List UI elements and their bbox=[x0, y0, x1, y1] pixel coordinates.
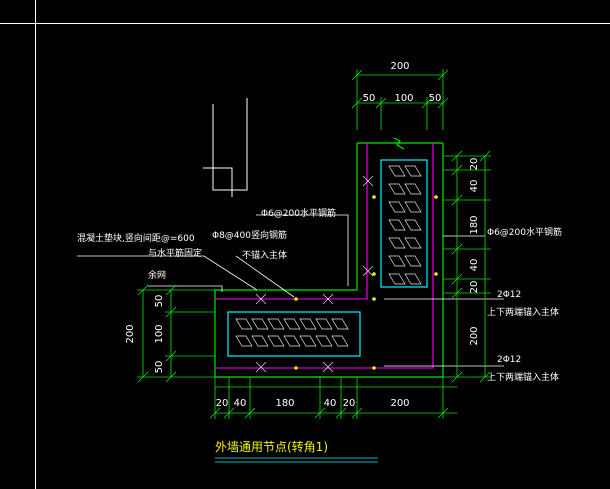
note-rebar-top-extra: 上下两端锚入主体 bbox=[487, 306, 559, 318]
note-rebar-bottom: 2Φ12 bbox=[497, 355, 521, 365]
dim-top-right: 50 bbox=[429, 93, 442, 104]
note-vertical-rebar: Φ8@400竖向钢筋 bbox=[212, 229, 287, 241]
dim-bottom-b: 40 bbox=[234, 398, 247, 409]
wall-face-lines bbox=[215, 143, 434, 369]
leader-lines bbox=[77, 214, 504, 367]
dim-left-mid: 100 bbox=[154, 324, 165, 343]
dim-bottom-f: 200 bbox=[390, 398, 409, 409]
dim-bottom-a: 20 bbox=[216, 398, 229, 409]
rebar-dots bbox=[294, 195, 438, 370]
dim-right-e: 20 bbox=[469, 281, 480, 294]
right-dimensions bbox=[443, 150, 491, 383]
dim-right-b: 40 bbox=[469, 180, 480, 193]
wall-outline bbox=[214, 137, 444, 378]
dim-bottom-d: 40 bbox=[324, 398, 337, 409]
insulation-block-horizontal bbox=[227, 311, 361, 357]
dim-right-a: 20 bbox=[469, 158, 480, 171]
dim-top-left: 50 bbox=[363, 93, 376, 104]
dim-left-bottom: 50 bbox=[154, 361, 165, 374]
bottom-dimensions bbox=[209, 377, 457, 419]
dim-top-total: 200 bbox=[390, 61, 409, 72]
dim-bottom-c: 180 bbox=[275, 398, 294, 409]
dim-right-d: 40 bbox=[469, 259, 480, 272]
insulation-block-vertical bbox=[380, 159, 428, 288]
left-dimensions bbox=[137, 284, 215, 383]
top-dimensions bbox=[351, 69, 449, 130]
drawing-title: 外墙通用节点(转角1) bbox=[215, 439, 328, 454]
insulation-blocks bbox=[227, 159, 428, 357]
note-horizontal-rebar-right: Φ6@200水平钢筋 bbox=[487, 226, 562, 238]
note-sleeve: 余网 bbox=[148, 269, 166, 281]
note-rebar-bottom-extra: 上下两端锚入主体 bbox=[487, 371, 559, 383]
note-fix: 与水平筋固定 bbox=[148, 247, 202, 259]
dim-right-f: 200 bbox=[469, 326, 480, 345]
dim-right-c: 180 bbox=[469, 215, 480, 234]
dim-bottom-e: 20 bbox=[343, 398, 356, 409]
dim-left-total: 200 bbox=[125, 324, 136, 343]
section-symbol bbox=[203, 98, 248, 197]
note-rebar-top: 2Φ12 bbox=[497, 290, 521, 300]
hatch-fill bbox=[235, 165, 422, 373]
dim-top-mid: 100 bbox=[394, 93, 413, 104]
note-vertical-rebar-extra: 不锚入主体 bbox=[242, 249, 287, 261]
note-pour: 混凝土垫块,竖向间距@=600 bbox=[77, 232, 195, 244]
note-horizontal-rebar-left: Φ6@200水平钢筋 bbox=[261, 207, 336, 219]
dim-left-top: 50 bbox=[154, 295, 165, 308]
